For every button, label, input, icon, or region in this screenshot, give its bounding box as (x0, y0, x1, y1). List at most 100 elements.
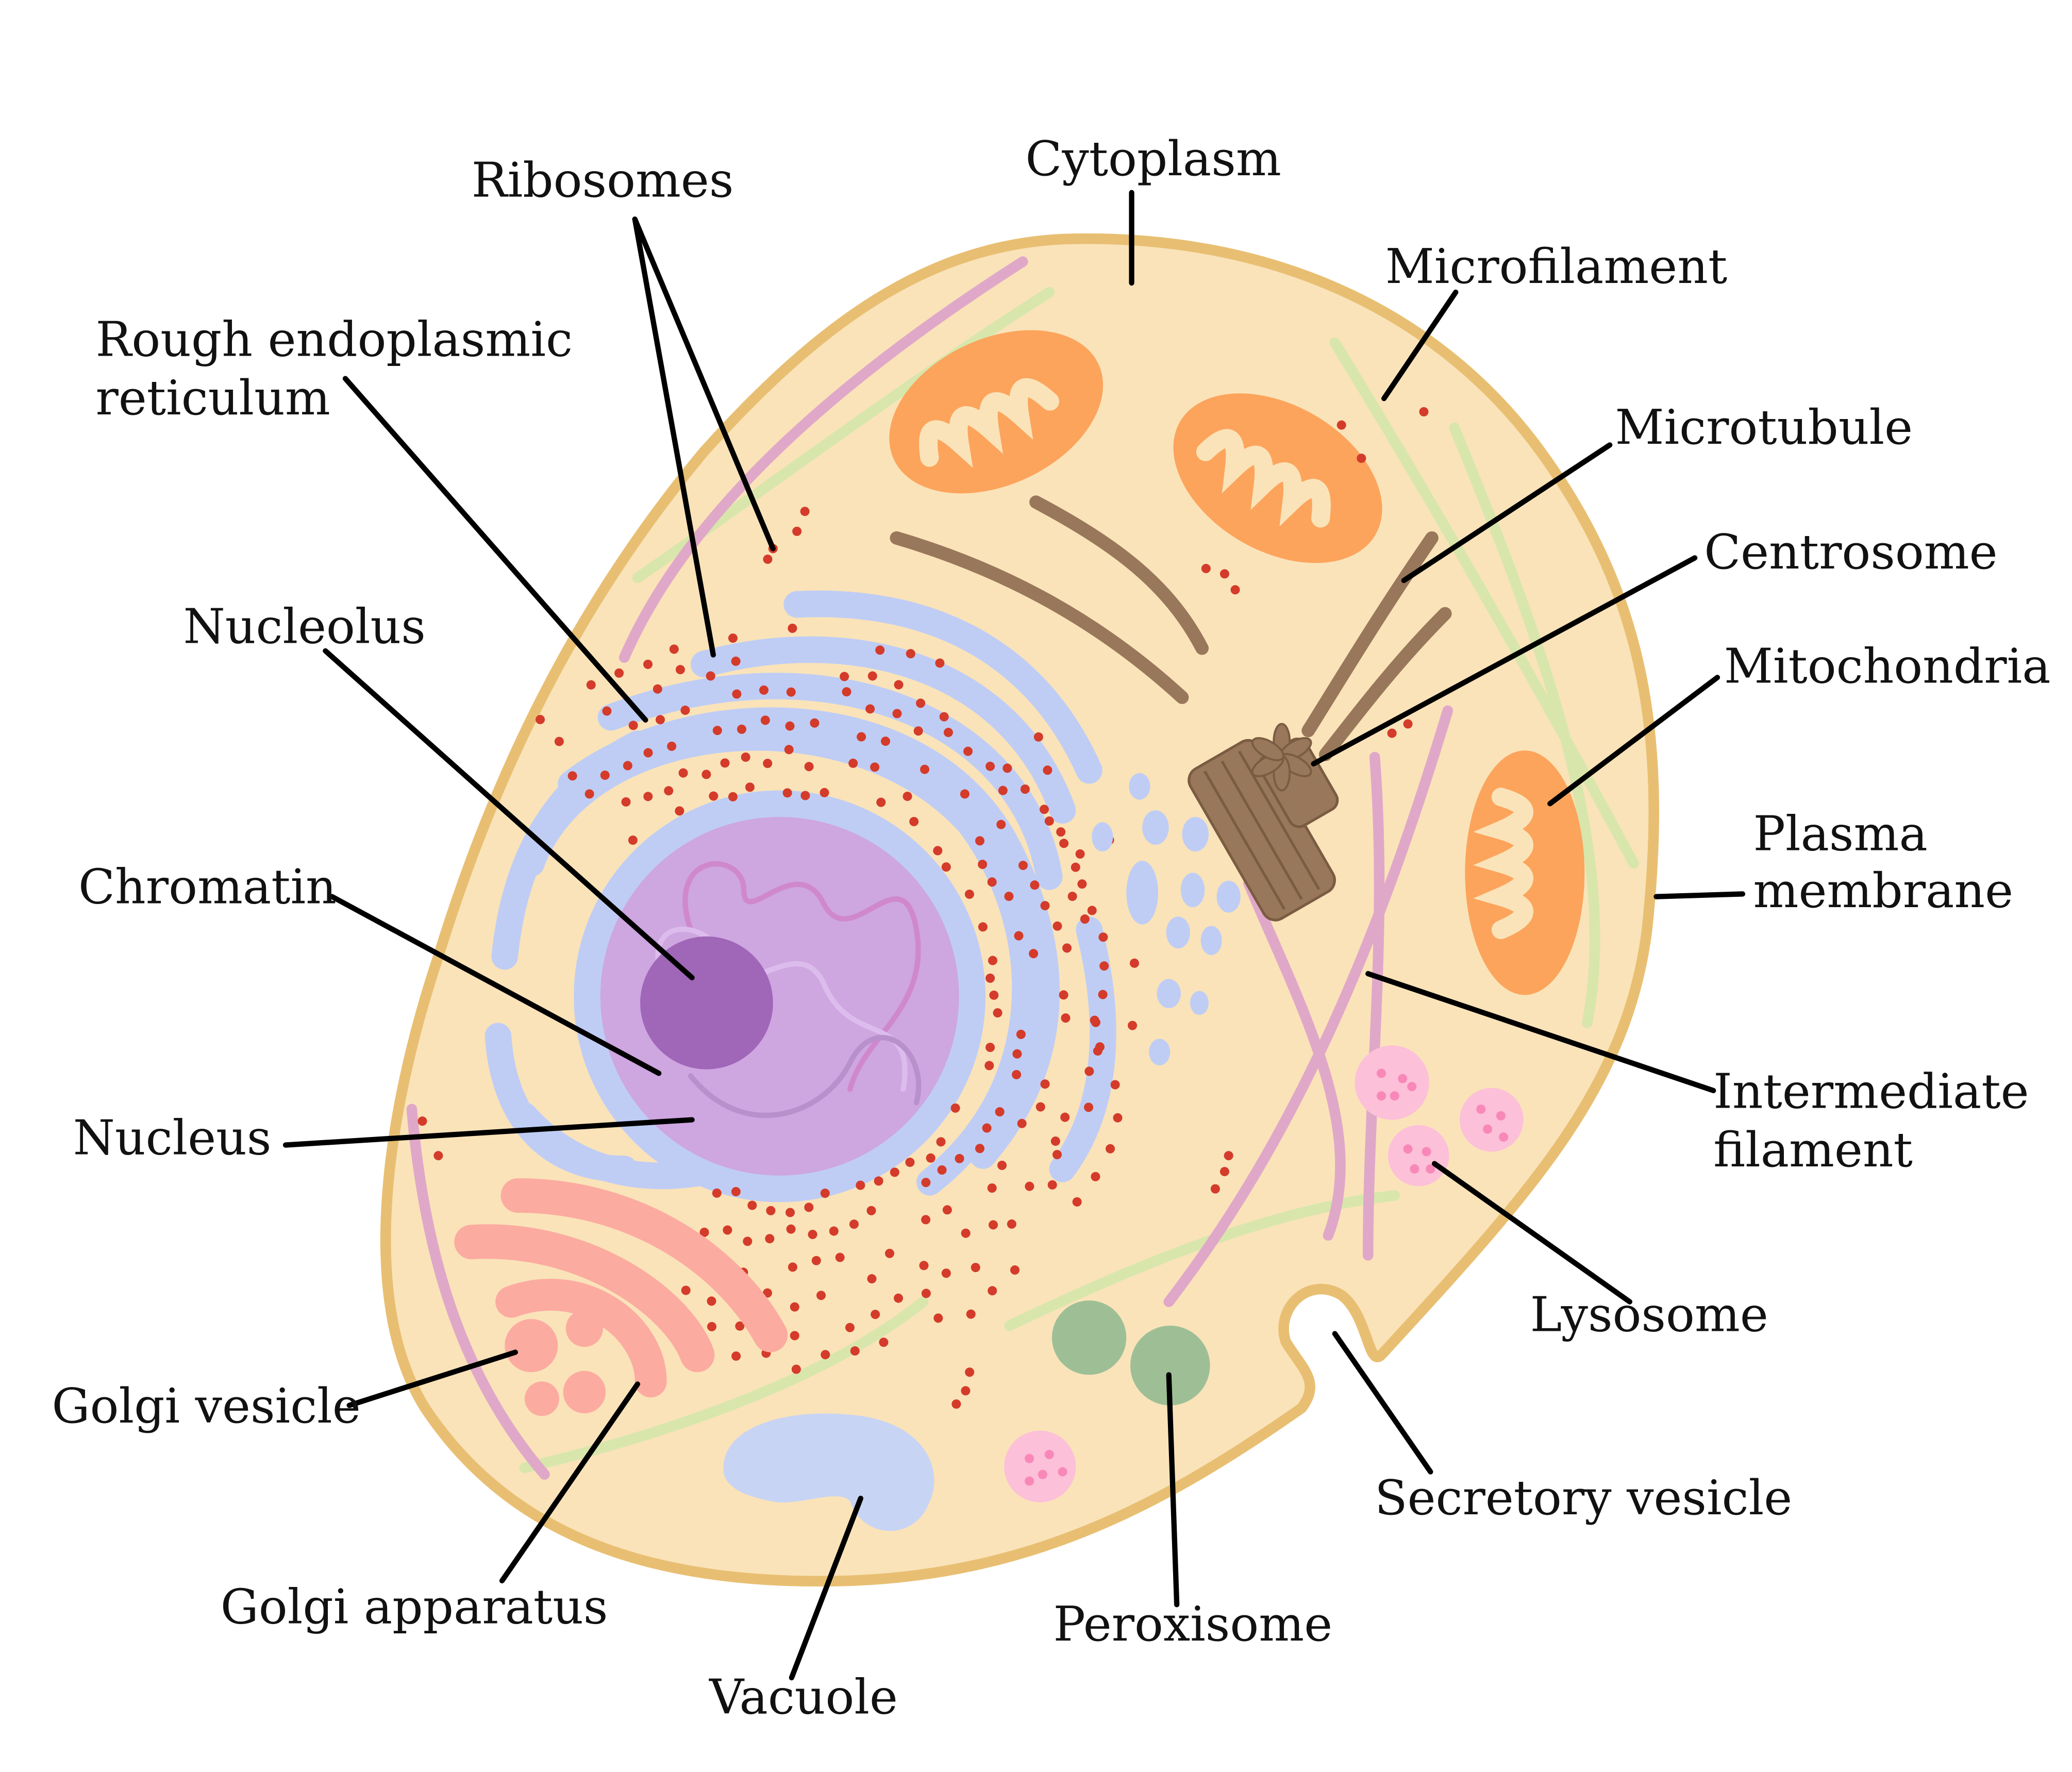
ribosome-dot (905, 1158, 915, 1167)
ribosome-dot (995, 1107, 1005, 1117)
ribosome-dot (655, 715, 665, 725)
ribosome-dot (1201, 564, 1211, 574)
ribosome-dot (933, 846, 943, 856)
ribosome-dot (1098, 990, 1108, 999)
ribosome-dot (821, 1350, 830, 1360)
label-plasma-membrane-line1: Plasma (1753, 806, 1928, 861)
ribosome-dot (913, 726, 923, 736)
ribosome-dot (763, 759, 773, 768)
ribosome-dot (728, 792, 738, 801)
ribosome-dot (741, 752, 750, 762)
ribosome-dot (1040, 901, 1050, 911)
leader-ribosomes-b (632, 216, 716, 658)
ribosome-dot (1080, 914, 1090, 924)
ribosome-dot (921, 1289, 931, 1298)
ribosome-dot (1219, 1167, 1229, 1177)
ribosome-dot (1016, 1029, 1026, 1039)
ribosome-dot (765, 1234, 775, 1244)
label-nucleus: Nucleus (73, 1110, 272, 1166)
ribosomes (417, 407, 1429, 1409)
ribosome-dot (926, 1153, 935, 1163)
microtubules (890, 495, 1452, 761)
ribosome-dot (681, 1285, 691, 1295)
ribosome-dot (701, 770, 711, 779)
ribosome-dot (723, 1225, 732, 1235)
ribosome-dot (554, 737, 564, 746)
ribosome-dot (1210, 1184, 1220, 1194)
ribosome-dot (675, 806, 684, 816)
ribosome-dot (810, 718, 820, 728)
ribosome-dot (1004, 892, 1014, 901)
ribosome-dot (985, 761, 995, 771)
label-golgi-apparatus: Golgi apparatus (221, 1579, 608, 1634)
label-lysosome: Lysosome (1530, 1286, 1768, 1342)
ribosome-dot (720, 758, 730, 768)
ribosome-dot (782, 788, 792, 798)
ribosome-dot (808, 1229, 817, 1240)
ribosome-dot (856, 1180, 865, 1190)
ribosome-dot (1002, 763, 1012, 773)
ribosome-dot (1084, 1066, 1094, 1076)
label-intermediate-filament-line1: Intermediate (1713, 1063, 2029, 1119)
ribosome-dot (1062, 943, 1072, 953)
ribosome-dot (993, 1008, 1002, 1018)
ribosome-dot (975, 1144, 985, 1154)
ribosome-dot (1039, 805, 1049, 814)
ribosome-dot (892, 709, 902, 718)
ribosome-dot (800, 791, 810, 800)
ribosome-dot (712, 726, 722, 735)
vacuole (723, 1413, 934, 1531)
ribosome-dot (961, 1228, 971, 1238)
label-centrosome: Centrosome (1704, 524, 1997, 580)
ribosome-dot (1099, 961, 1109, 971)
ribosome-dot (1403, 719, 1413, 729)
ribosome-dot (792, 526, 802, 536)
centriole-flower-icon (1251, 723, 1312, 792)
leader-nucleolus (323, 648, 695, 980)
ribosome-dot (1012, 1049, 1022, 1059)
ribosome-dot (871, 1310, 880, 1319)
ribosome-dot (586, 680, 596, 690)
label-cytoplasm: Cytoplasm (1025, 131, 1281, 187)
leader-nucleus (282, 1117, 695, 1148)
ribosome-dot (845, 1323, 855, 1332)
ribosome-dot (1091, 1017, 1100, 1027)
golgi-apparatus (454, 1178, 788, 1398)
ribosome-dot (621, 797, 631, 807)
ribosome-dot (850, 1346, 860, 1356)
ribosome-dot (628, 835, 638, 845)
leader-centrosome (1311, 555, 1698, 767)
ribosome-dot (937, 1165, 947, 1175)
ribosome-dot (1093, 1046, 1102, 1056)
ribosome-dot (987, 877, 997, 887)
ribosome-dot (707, 1322, 716, 1331)
ribosome-dot (1098, 932, 1108, 942)
ribosome-dot (707, 1296, 716, 1306)
ribosome-dot (866, 1206, 876, 1215)
ribosome-dot (1084, 1102, 1094, 1112)
ribosome-dot (732, 689, 742, 699)
ribosome-dot (933, 1313, 943, 1323)
ribosome-dot (1357, 454, 1366, 463)
label-intermediate-filament-line2: filament (1713, 1122, 1913, 1178)
ribosome-dot (829, 1226, 839, 1236)
leader-microtubule (1401, 442, 1613, 583)
ribosome-dot (1050, 1136, 1060, 1146)
leader-intermediate-filament (1365, 971, 1716, 1094)
ribosome-dot (735, 1321, 745, 1331)
ribosome-dot (965, 1367, 975, 1377)
ribosome-dot (867, 1274, 877, 1284)
ribosome-dot (906, 649, 915, 659)
ribosome-dot (987, 1183, 997, 1193)
ribosome-dot (960, 789, 970, 799)
ribosome-dot (848, 758, 858, 768)
ribosome-dot (623, 761, 632, 771)
ribosome-dot (1061, 1013, 1071, 1023)
ribosome-dot (653, 684, 662, 694)
ribosome-dot (1230, 585, 1240, 595)
ribosome-dot (1012, 1069, 1022, 1079)
ribosome-dot (759, 685, 769, 695)
ribosome-dot (804, 1202, 814, 1212)
ribosome-dot (876, 797, 886, 807)
label-chromatin: Chromatin (78, 859, 337, 914)
